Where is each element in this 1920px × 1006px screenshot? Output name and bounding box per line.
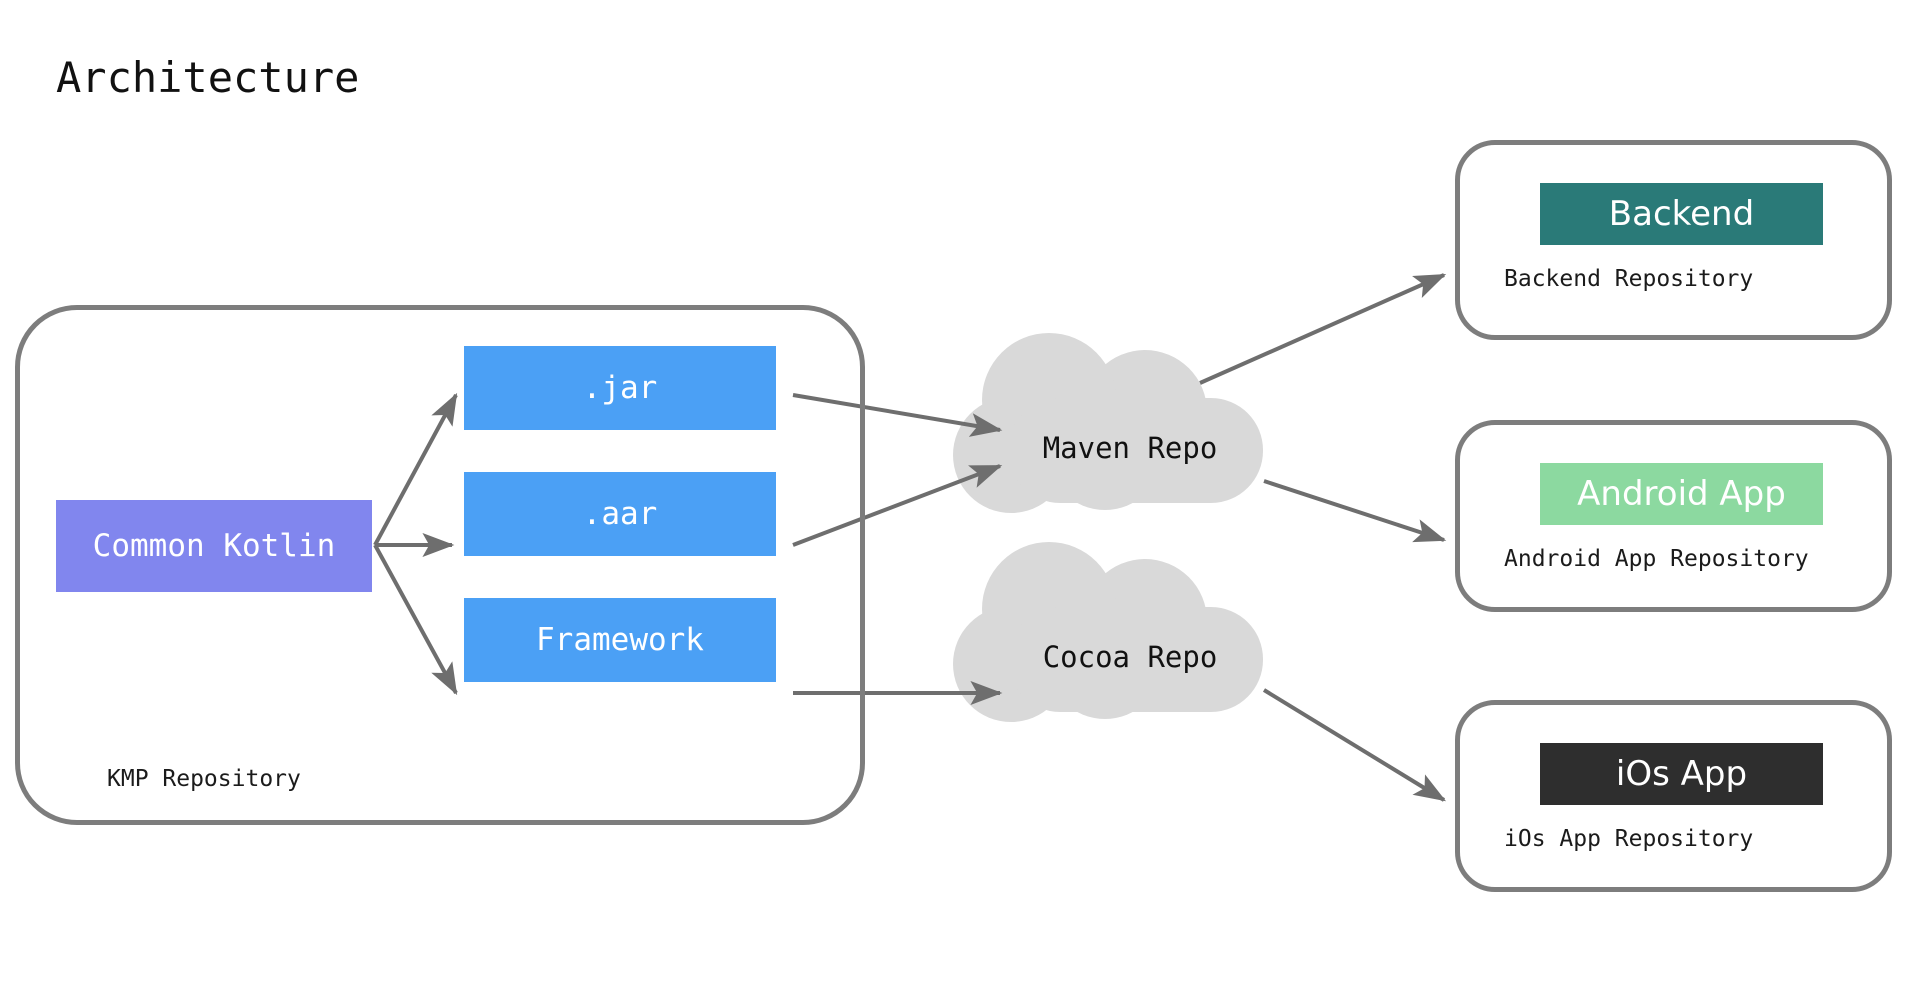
artifact-label-jar: .jar (582, 369, 658, 406)
repository-chip-label-android: Android App (1577, 474, 1786, 514)
cloud-shape-cocoa (953, 542, 1263, 722)
page-title: Architecture (56, 53, 360, 102)
repository-chip-android[interactable]: Android App (1540, 463, 1823, 525)
artifact-block-jar[interactable]: .jar (464, 346, 776, 430)
kmp-repository-group (15, 305, 865, 825)
artifact-block-framework[interactable]: Framework (464, 598, 776, 682)
common-kotlin-block[interactable]: Common Kotlin (56, 500, 372, 592)
artifact-block-aar[interactable]: .aar (464, 472, 776, 556)
repository-caption-android: Android App Repository (1504, 546, 1809, 572)
arrow-maven-to-backend (1199, 273, 1447, 385)
kmp-repository-caption: KMP Repository (107, 766, 301, 792)
cloud-label-maven-repo[interactable]: Maven Repo (1042, 431, 1218, 465)
repository-caption-backend: Backend Repository (1504, 266, 1754, 292)
repository-card-ios[interactable]: iOs App iOs App Repository (1455, 700, 1892, 892)
repository-chip-label-ios: iOs App (1615, 754, 1748, 794)
common-kotlin-label: Common Kotlin (92, 527, 336, 564)
repository-card-android[interactable]: Android App Android App Repository (1455, 420, 1892, 612)
repository-chip-label-backend: Backend (1608, 194, 1755, 234)
arrow-maven-to-android (1263, 479, 1447, 543)
cloud-shape-maven (953, 333, 1263, 513)
artifact-label-framework: Framework (536, 621, 704, 658)
repository-card-backend[interactable]: Backend Backend Repository (1455, 140, 1892, 340)
repository-chip-backend[interactable]: Backend (1540, 183, 1823, 245)
artifact-label-aar: .aar (582, 495, 658, 532)
repository-caption-ios: iOs App Repository (1504, 826, 1754, 852)
repository-chip-ios[interactable]: iOs App (1540, 743, 1823, 805)
cloud-label-cocoa-repo[interactable]: Cocoa Repo (1042, 640, 1218, 674)
arrow-cocoa-to-ios (1262, 688, 1447, 802)
